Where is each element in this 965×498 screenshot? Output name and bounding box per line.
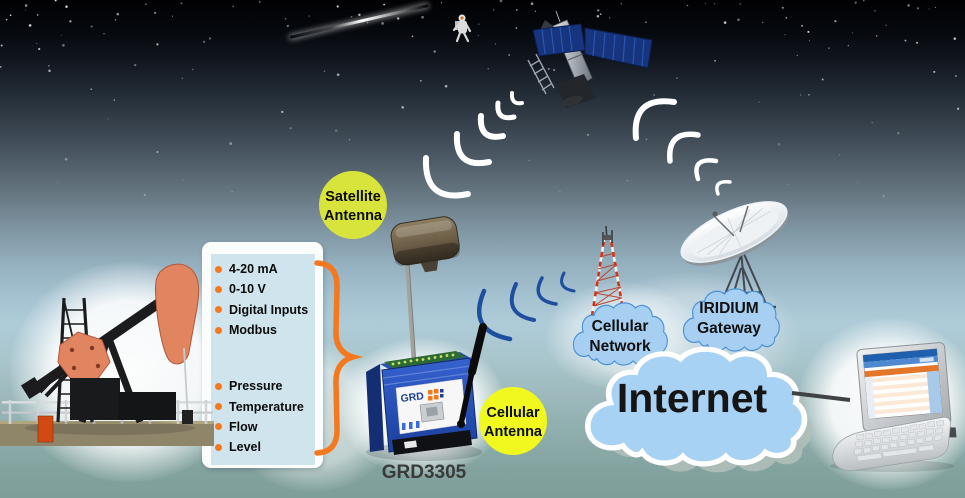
iridium-cloud-label-line2: Gateway — [697, 320, 761, 337]
signal-input-label: Digital Inputs — [229, 302, 309, 317]
bullet-icon — [215, 443, 222, 451]
sensor-panel-inner: 4-20 mA 0-10 V Digital Inputs Modbus Pre… — [211, 254, 315, 465]
cellular-antenna-label-line1: Cellular — [486, 405, 540, 421]
satellite-antenna-label: Satellite Antenna — [319, 171, 387, 239]
list-item: Level — [211, 437, 315, 457]
bullet-icon — [215, 326, 222, 334]
sensor-panel: 4-20 mA 0-10 V Digital Inputs Modbus Pre… — [202, 242, 323, 468]
bullet-icon — [215, 382, 222, 390]
bullet-icon — [215, 403, 222, 411]
satellite-antenna-label-line1: Satellite — [325, 189, 381, 205]
oil-pumpjack-icon — [0, 263, 214, 446]
astronaut-icon — [452, 14, 472, 43]
list-item: Digital Inputs — [211, 300, 315, 320]
cellular-cloud-label-line1: Cellular — [592, 318, 649, 335]
satellite-uplink-signal-icon — [422, 91, 524, 199]
cellular-antenna-rod-icon — [457, 323, 487, 428]
bullet-icon — [215, 265, 222, 273]
list-item: Pressure — [211, 376, 315, 396]
list-item: Temperature — [211, 396, 315, 416]
measurement-list: Pressure Temperature Flow Level — [211, 376, 315, 457]
measurement-label: Temperature — [229, 399, 304, 414]
measurement-label: Pressure — [229, 379, 283, 394]
signal-input-label: Modbus — [229, 323, 277, 338]
satellite-antenna-label-line2: Antenna — [324, 208, 383, 224]
iridium-cloud-label-line1: IRIDIUM — [699, 300, 758, 317]
satellite-antenna-icon — [390, 216, 461, 367]
keyboard — [832, 416, 951, 472]
satellite-icon — [527, 10, 653, 108]
cell-tower-icon — [590, 225, 626, 317]
list-item: 0-10 V — [211, 279, 315, 299]
cellular-antenna-label: Cellular Antenna — [479, 387, 547, 455]
bullet-icon — [215, 285, 222, 293]
horsehead — [155, 263, 200, 365]
ground — [0, 421, 214, 446]
grd-device-icon: GRD — [366, 351, 482, 461]
iridium-dish-icon — [680, 201, 789, 309]
brace-icon — [314, 260, 364, 456]
cellular-cloud-label-line2: Network — [589, 338, 651, 355]
desktop-computer-icon — [830, 342, 957, 472]
internet-to-computer-line — [791, 391, 851, 402]
cellular-antenna-label-line2: Antenna — [484, 424, 543, 440]
device-model-label: GRD3305 — [382, 462, 467, 483]
bullet-icon — [215, 306, 222, 314]
list-item: Flow — [211, 417, 315, 437]
signal-input-label: 0-10 V — [229, 282, 266, 297]
satellite-downlink-signal-icon — [632, 98, 732, 196]
list-item: 4-20 mA — [211, 259, 315, 279]
signal-input-list: 4-20 mA 0-10 V Digital Inputs Modbus — [211, 254, 315, 340]
signal-input-label: 4-20 mA — [229, 262, 278, 277]
cellular-signal-icon — [477, 271, 576, 342]
bullet-icon — [215, 423, 222, 431]
field-cabinet — [37, 415, 54, 443]
measurement-label: Flow — [229, 419, 258, 434]
device-brand-label: GRD — [400, 390, 425, 405]
measurement-label: Level — [229, 440, 261, 455]
list-item: Modbus — [211, 320, 315, 340]
internet-label: Internet — [617, 375, 768, 421]
